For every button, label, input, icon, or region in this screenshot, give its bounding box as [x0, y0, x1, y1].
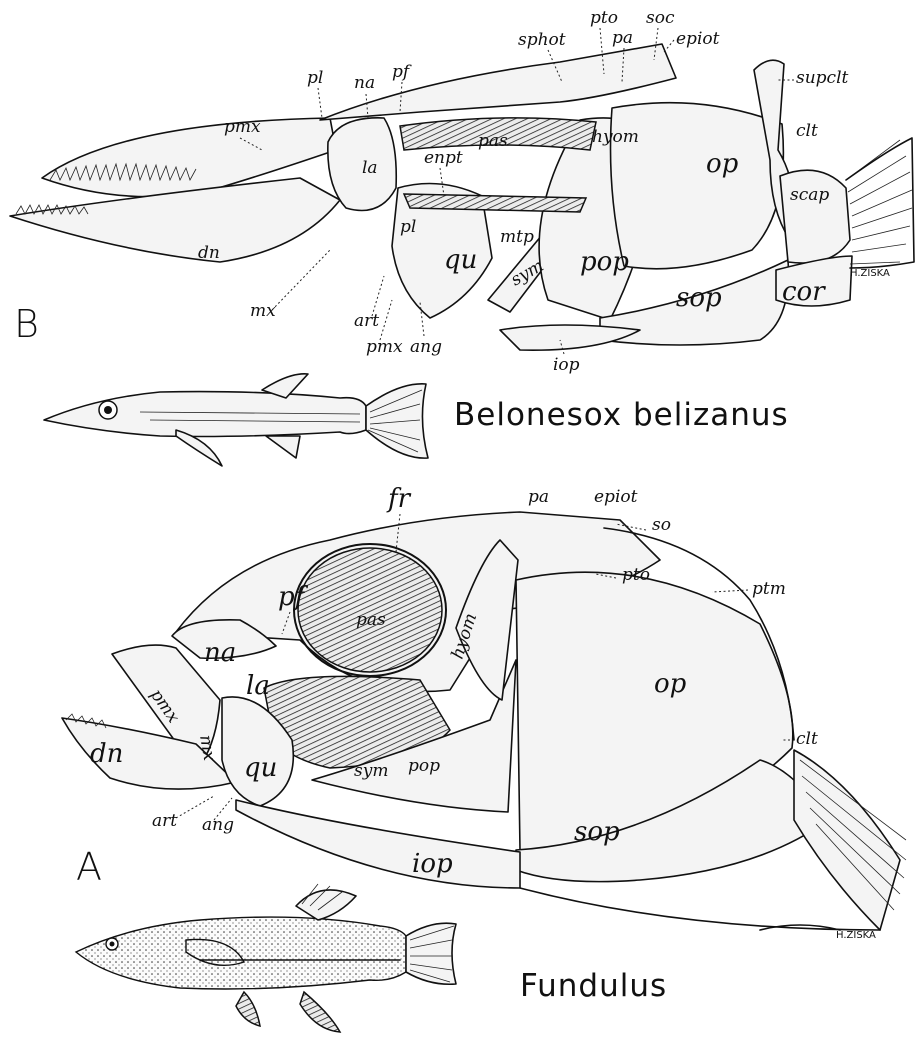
- label-b-la: la: [362, 158, 378, 178]
- label-b-pas: pas: [478, 131, 508, 151]
- belonesox-fish-sketch: [44, 374, 428, 466]
- label-a-qu: qu: [244, 753, 277, 783]
- label-b-pl: pl: [307, 68, 323, 88]
- label-a-epiot: epiot: [594, 487, 638, 507]
- label-b-supclt: supclt: [796, 68, 849, 88]
- label-b-op: op: [706, 149, 739, 179]
- label-b-sop: sop: [676, 283, 722, 313]
- label-a-na: na: [204, 638, 236, 668]
- label-a-so: so: [652, 515, 671, 535]
- label-a-pop: pop: [408, 756, 440, 776]
- label-b-dn: dn: [198, 243, 220, 263]
- panel-a-skull: [62, 512, 906, 930]
- label-a-clt: clt: [796, 729, 818, 749]
- label-b-na: na: [354, 73, 375, 93]
- panel-b-skull: [10, 44, 914, 350]
- label-a-ang: ang: [202, 815, 234, 835]
- label-a-fr: fr: [386, 484, 412, 514]
- label-a-la: la: [246, 671, 270, 701]
- label-b-pmx-bottom: pmx: [366, 337, 403, 357]
- species-label-b: Belonesox belizanus: [454, 397, 789, 433]
- label-b-pl2: pl: [400, 217, 416, 237]
- label-a-pa: pa: [528, 487, 549, 507]
- label-b-sphot: sphot: [518, 30, 566, 50]
- label-b-art: art: [354, 311, 379, 331]
- label-b-cor: cor: [782, 277, 826, 307]
- label-b-qu: qu: [444, 245, 477, 275]
- label-a-pto: pto: [622, 565, 650, 585]
- fundulus-fish-sketch: [76, 884, 456, 1032]
- label-b-enpt: enpt: [424, 148, 463, 168]
- label-b-scap: scap: [790, 185, 829, 205]
- label-a-art: art: [152, 811, 177, 831]
- label-b-hyom: hyom: [592, 127, 639, 147]
- label-b-clt: clt: [796, 121, 818, 141]
- label-b-mtp: mtp: [500, 227, 534, 247]
- label-b-ang: ang: [410, 337, 442, 357]
- label-a-iop: iop: [412, 849, 453, 879]
- label-b-pmx-top: pmx: [224, 117, 261, 137]
- label-b-iop: iop: [553, 355, 580, 375]
- label-b-pop: pop: [580, 247, 629, 277]
- label-a-dn: dn: [90, 739, 123, 769]
- panel-a-letter: A: [76, 845, 102, 889]
- panel-b-letter: B: [14, 302, 39, 346]
- artist-signature-b: H.ZISKA: [850, 268, 890, 279]
- label-b-pto: pto: [590, 8, 618, 28]
- label-a-sym: sym: [354, 761, 388, 781]
- species-label-a: Fundulus: [520, 968, 667, 1004]
- label-a-op: op: [654, 669, 687, 699]
- label-b-pa: pa: [612, 28, 633, 48]
- label-b-soc: soc: [646, 8, 675, 28]
- label-a-ptm: ptm: [752, 579, 786, 599]
- label-a-pas: pas: [356, 610, 386, 630]
- artist-signature-a: H.ZISKA: [836, 930, 876, 941]
- label-a-sop: sop: [574, 817, 620, 847]
- label-a-pf: pf: [278, 582, 309, 612]
- label-b-epiot: epiot: [676, 29, 720, 49]
- label-b-mx: mx: [250, 301, 276, 321]
- label-b-pf: pf: [392, 62, 412, 82]
